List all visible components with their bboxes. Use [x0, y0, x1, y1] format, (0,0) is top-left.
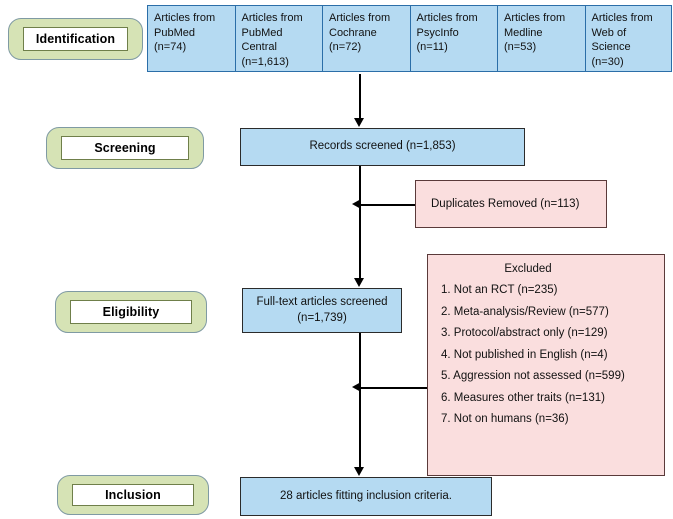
- excluded-item-7: 7. Not on humans (n=36): [441, 413, 569, 425]
- excluded-item-2: 2. Meta-analysis/Review (n=577): [441, 305, 609, 318]
- source-line-3: (n=53): [504, 41, 537, 54]
- source-database-row: Articles from PubMed (n=74) Articles fro…: [147, 5, 672, 72]
- source-line-3: (n=74): [154, 41, 187, 54]
- source-line-2: PsycInfo: [416, 26, 459, 39]
- fulltext-line-1: Full-text articles screened: [256, 295, 388, 308]
- fulltext-screened-box: Full-text articles screened (n=1,739): [242, 288, 402, 333]
- included-articles-box: 28 articles fitting inclusion criteria.: [240, 477, 492, 516]
- connector-duplicates-to-flow: [361, 204, 415, 206]
- source-line-2: Medline: [504, 26, 543, 39]
- source-box-pubmed: Articles from PubMed (n=74): [147, 5, 235, 72]
- records-screened-label: Records screened (n=1,853): [309, 140, 456, 153]
- source-line-3: Science (n=30): [591, 41, 631, 68]
- source-box-pubmed-central: Articles from PubMed Central (n=1,613): [234, 5, 322, 72]
- fulltext-line-2: (n=1,739): [297, 311, 347, 324]
- stage-pill-inclusion: Inclusion: [57, 475, 209, 515]
- stage-label-screening: Screening: [61, 136, 189, 160]
- connector-records-to-fulltext: [359, 166, 361, 280]
- excluded-item-5: 5. Aggression not assessed (n=599): [441, 370, 625, 382]
- source-line-2: Web of: [591, 26, 627, 39]
- source-line-1: Articles from: [591, 12, 653, 24]
- source-box-medline: Articles from Medline (n=53): [497, 5, 585, 72]
- source-line-2: Cochrane: [329, 26, 377, 39]
- stage-label-inclusion: Inclusion: [72, 484, 194, 506]
- excluded-item-3: 3. Protocol/abstract only (n=129): [441, 327, 608, 339]
- source-line-1: Articles from: [504, 12, 566, 24]
- excluded-item-1: 1. Not an RCT (n=235): [441, 284, 558, 296]
- stage-label-eligibility: Eligibility: [70, 300, 192, 324]
- duplicates-removed-label: Duplicates Removed (n=113): [431, 198, 580, 210]
- stage-pill-eligibility: Eligibility: [55, 291, 207, 333]
- excluded-item-4: 4. Not published in English (n=4): [441, 348, 608, 361]
- stage-label-identification: Identification: [23, 27, 128, 51]
- arrowhead-fulltext-to-included: [353, 467, 364, 476]
- source-line-2: PubMed: [154, 26, 195, 39]
- source-line-1: Articles from: [329, 12, 391, 24]
- source-line-1: Articles from: [416, 12, 478, 24]
- source-box-psycinfo: Articles from PsycInfo (n=11): [409, 5, 497, 72]
- connector-excluded-to-flow: [361, 387, 427, 389]
- arrowhead-sources-to-records: [353, 118, 364, 127]
- connector-sources-to-records: [359, 74, 361, 120]
- source-line-3: (n=11): [416, 41, 448, 54]
- stage-pill-identification: Identification: [8, 18, 143, 60]
- source-box-cochrane: Articles from Cochrane (n=72): [322, 5, 410, 72]
- connector-fulltext-to-included: [359, 333, 361, 469]
- source-line-1: Articles from: [154, 12, 216, 24]
- records-screened-box: Records screened (n=1,853): [240, 128, 525, 166]
- duplicates-removed-box: Duplicates Removed (n=113): [415, 180, 607, 228]
- arrowhead-records-to-fulltext: [353, 278, 364, 287]
- arrowhead-excluded-to-flow: [352, 381, 361, 392]
- excluded-reasons-box: Excluded 1. Not an RCT (n=235) 2. Meta-a…: [427, 254, 665, 476]
- source-line-1: Articles from: [241, 12, 303, 24]
- source-box-web-of-science: Articles from Web of Science (n=30): [584, 5, 672, 72]
- stage-pill-screening: Screening: [46, 127, 204, 169]
- source-line-3: (n=1,613): [241, 55, 289, 68]
- source-line-3: (n=72): [329, 41, 362, 54]
- excluded-item-6: 6. Measures other traits (n=131): [441, 391, 605, 404]
- arrowhead-duplicates-to-flow: [352, 198, 361, 209]
- included-articles-label: 28 articles fitting inclusion criteria.: [280, 489, 452, 502]
- source-line-2: PubMed Central: [241, 26, 283, 54]
- excluded-title: Excluded: [504, 263, 552, 275]
